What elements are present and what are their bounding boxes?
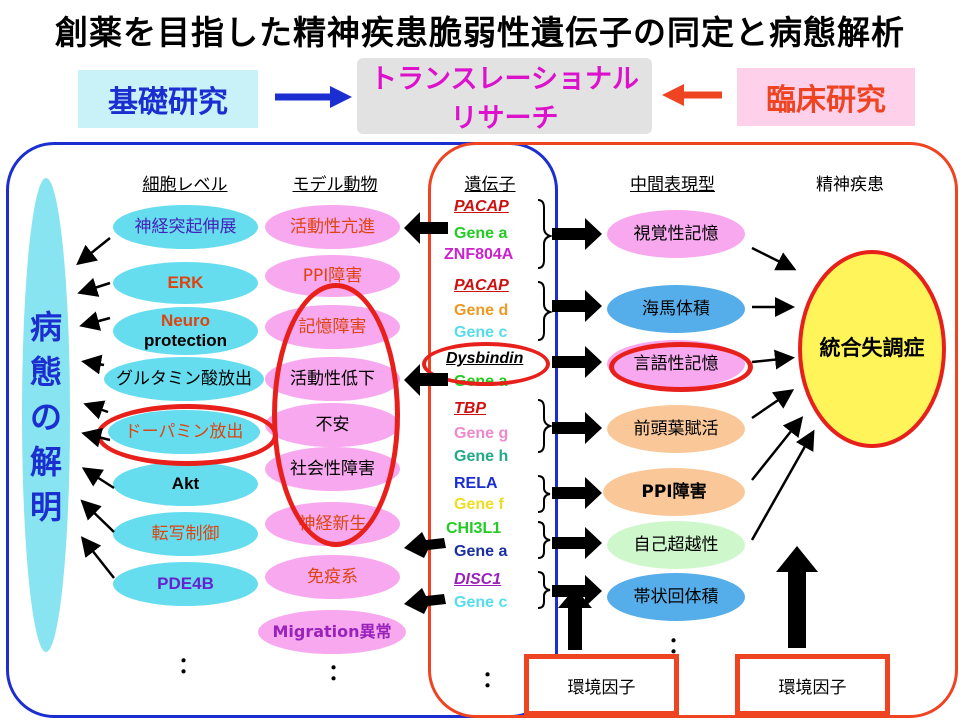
phenotype-self-transcendence: 自己超越性 <box>607 521 745 569</box>
col-header-cell-level: 細胞レベル <box>142 175 228 195</box>
gene-a-1: Gene a <box>454 225 508 242</box>
page-title: 創薬を目指した精神疾患脆弱性遺伝子の同定と病態解析 <box>55 13 905 52</box>
highlight-dysbindin <box>422 342 550 386</box>
blue-arrow-head <box>330 86 352 108</box>
orange-arrow-head <box>662 84 684 106</box>
gene-pacap-1: PACAP <box>454 198 509 215</box>
cell-to-pathology-arrows <box>76 237 115 579</box>
basic-research-label: 基礎研究 <box>108 85 228 120</box>
cell-label: グルタミン酸放出 <box>116 368 252 389</box>
phenotype-label: 自己超越性 <box>633 534 719 555</box>
gene-chi3l1: CHI3L1 <box>446 520 502 537</box>
col-header-model-animal: モデル動物 <box>292 175 378 195</box>
cell-neurite-outgrowth: 神経突起伸展 <box>113 205 258 249</box>
cell-more-dots: ： <box>178 654 201 679</box>
gene-c-1: Gene c <box>454 324 508 341</box>
col-header-disease: 精神疾患 <box>816 175 884 195</box>
gene-to-model-arrows <box>404 212 448 614</box>
model-hyperactivity: 活動性亢進 <box>265 205 400 249</box>
vlabel-char: 態 <box>29 353 62 391</box>
clinical-research-box: 臨床研究 <box>737 68 915 126</box>
env-factor-label: 環境因子 <box>778 677 847 698</box>
gene-more-dots: ： <box>482 668 505 693</box>
model-label: 活動性亢進 <box>290 216 375 237</box>
cell-neuroprotection: Neuro protection <box>113 307 258 355</box>
env-factor-label: 環境因子 <box>567 677 636 698</box>
model-label: Migration異常 <box>272 622 392 642</box>
gene-rela: RELA <box>454 475 498 492</box>
cell-label: 転写制御 <box>151 523 220 544</box>
cell-pde4b: PDE4B <box>113 562 258 606</box>
phenotype-label: 前頭葉賦活 <box>633 418 719 439</box>
vlabel-char: の <box>29 398 62 436</box>
gene-disc1: DISC1 <box>454 571 502 588</box>
phenotype-label: 海馬体積 <box>642 298 710 319</box>
cell-label: PDE4B <box>157 573 214 593</box>
cell-label: Neuro <box>160 310 211 330</box>
translational-label-2: リサーチ <box>450 103 559 134</box>
environment-arrows <box>558 546 818 650</box>
model-migration: Migration異常 <box>258 610 406 654</box>
gene-znf804a: ZNF804A <box>444 246 514 263</box>
gene-c-2: Gene c <box>454 594 508 611</box>
cell-akt: Akt <box>113 462 258 506</box>
clinical-research-label: 臨床研究 <box>766 83 886 118</box>
cell-transcription-control: 転写制御 <box>113 512 258 556</box>
phenotype-label: 帯状回体積 <box>633 586 719 607</box>
gene-to-phenotype-arrows <box>552 218 602 607</box>
phenotype-ppi-deficit: PPI障害 <box>603 468 745 516</box>
phenotype-label: PPI障害 <box>641 481 707 502</box>
gene-f: Gene f <box>454 496 504 513</box>
cell-label: protection <box>143 331 228 350</box>
basic-research-box: 基礎研究 <box>78 70 258 128</box>
highlight-model-group <box>272 283 400 547</box>
cell-label: 神経突起伸展 <box>134 216 237 237</box>
gene-h: Gene h <box>454 448 509 465</box>
env-factor-box-1: 環境因子 <box>524 654 679 716</box>
cell-glutamate-release: グルタミン酸放出 <box>104 357 264 401</box>
phenotype-hippocampal-volume: 海馬体積 <box>607 285 745 333</box>
phenotype-to-disease-arrows <box>750 246 815 541</box>
vlabel-char: 解 <box>29 443 62 481</box>
translational-research-box: トランスレーショナル リサーチ <box>357 58 652 134</box>
phenotype-frontal-activation: 前頭葉賦活 <box>607 405 745 453</box>
model-immune: 免疫系 <box>265 555 400 599</box>
col-header-intermediate: 中間表現型 <box>630 175 715 195</box>
cell-erk: ERK <box>113 262 258 304</box>
cell-label: ERK <box>167 272 204 292</box>
gene-pacap-2: PACAP <box>454 277 509 294</box>
pathology-elucidation-label: 病 態 の 解 明 <box>22 305 70 530</box>
gene-braces <box>537 199 554 609</box>
vlabel-char: 病 <box>29 308 62 346</box>
env-factor-box-2: 環境因子 <box>735 654 890 716</box>
model-label: 免疫系 <box>307 566 358 587</box>
disease-label: 統合失調症 <box>819 336 925 361</box>
cell-label: Akt <box>171 473 200 493</box>
phenotype-visual-memory: 視覚性記憶 <box>607 210 745 258</box>
disease-schizophrenia: 統合失調症 <box>798 250 946 448</box>
phenotype-cingulate-volume: 帯状回体積 <box>607 573 745 621</box>
phenotype-more-dots: ： <box>668 634 691 659</box>
phenotype-label: 視覚性記憶 <box>633 223 719 244</box>
clinical-panel <box>428 142 958 718</box>
col-header-genes: 遺伝子 <box>464 175 516 195</box>
model-label: PPI障害 <box>302 265 363 286</box>
vlabel-char: 明 <box>29 488 62 526</box>
gene-g: Gene g <box>454 425 509 442</box>
gene-tbp: TBP <box>454 400 486 417</box>
translational-label-1: トランスレーショナル <box>370 64 639 95</box>
pathology-elucidation-ellipse <box>22 178 70 652</box>
model-more-dots: ： <box>328 661 351 686</box>
gene-d: Gene d <box>454 302 509 319</box>
gene-a-3: Gene a <box>454 543 508 560</box>
highlight-verbal-memory <box>609 342 753 392</box>
